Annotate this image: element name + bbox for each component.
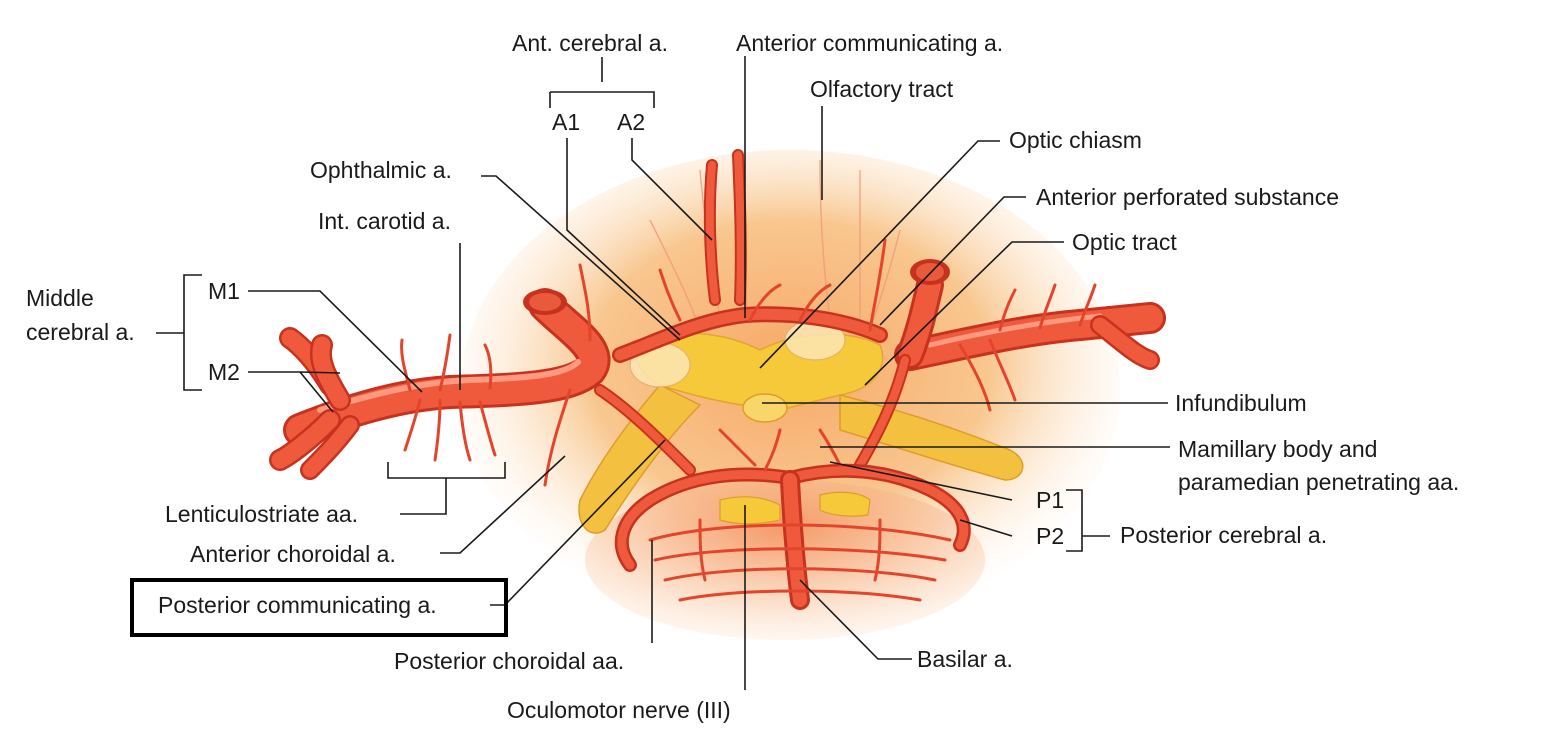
label-p1: P1	[1036, 487, 1064, 513]
label-mamillary-line1: Mamillary body and	[1178, 436, 1377, 462]
label-int-carotid: Int. carotid a.	[318, 208, 451, 234]
label-anterior-choroidal: Anterior choroidal a.	[190, 541, 396, 567]
label-anterior-perforated: Anterior perforated substance	[1036, 184, 1339, 210]
label-a1: A1	[552, 109, 580, 135]
label-infundibulum: Infundibulum	[1175, 390, 1307, 416]
highlight-box	[130, 578, 508, 637]
label-lenticulostriate: Lenticulostriate aa.	[165, 501, 358, 527]
label-basilar: Basilar a.	[917, 646, 1013, 672]
label-optic-chiasm: Optic chiasm	[1009, 127, 1142, 153]
labels: Ant. cerebral a. A1 A2 Anterior communic…	[26, 30, 1459, 723]
label-posterior-cerebral: Posterior cerebral a.	[1120, 522, 1327, 548]
label-olfactory-tract: Olfactory tract	[810, 76, 954, 102]
label-mamillary-line2: paramedian penetrating aa.	[1178, 469, 1459, 495]
artery-trunks	[269, 149, 1166, 610]
label-optic-tract: Optic tract	[1072, 229, 1177, 255]
small-branches	[400, 238, 1097, 487]
label-a2: A2	[617, 109, 645, 135]
label-posterior-communicating: Posterior communicating a.	[158, 592, 437, 618]
brainstem-vessels	[648, 518, 952, 602]
label-middle-cerebral-line1: Middle	[26, 285, 94, 311]
label-m1: M1	[208, 278, 240, 304]
label-oculomotor: Oculomotor nerve (III)	[507, 697, 731, 723]
anatomy-illustration	[269, 149, 1166, 640]
mamillary-bodies	[719, 491, 871, 525]
label-ant-cerebral: Ant. cerebral a.	[512, 30, 668, 56]
infundibulum-shape	[742, 393, 788, 423]
label-m2: M2	[208, 359, 240, 385]
label-p2: P2	[1036, 523, 1064, 549]
leader-lines	[156, 56, 1170, 690]
label-middle-cerebral-line2: cerebral a.	[26, 319, 135, 345]
label-ophthalmic: Ophthalmic a.	[310, 157, 452, 183]
label-anterior-communicating: Anterior communicating a.	[736, 30, 1003, 56]
label-posterior-choroidal: Posterior choroidal aa.	[394, 648, 624, 674]
